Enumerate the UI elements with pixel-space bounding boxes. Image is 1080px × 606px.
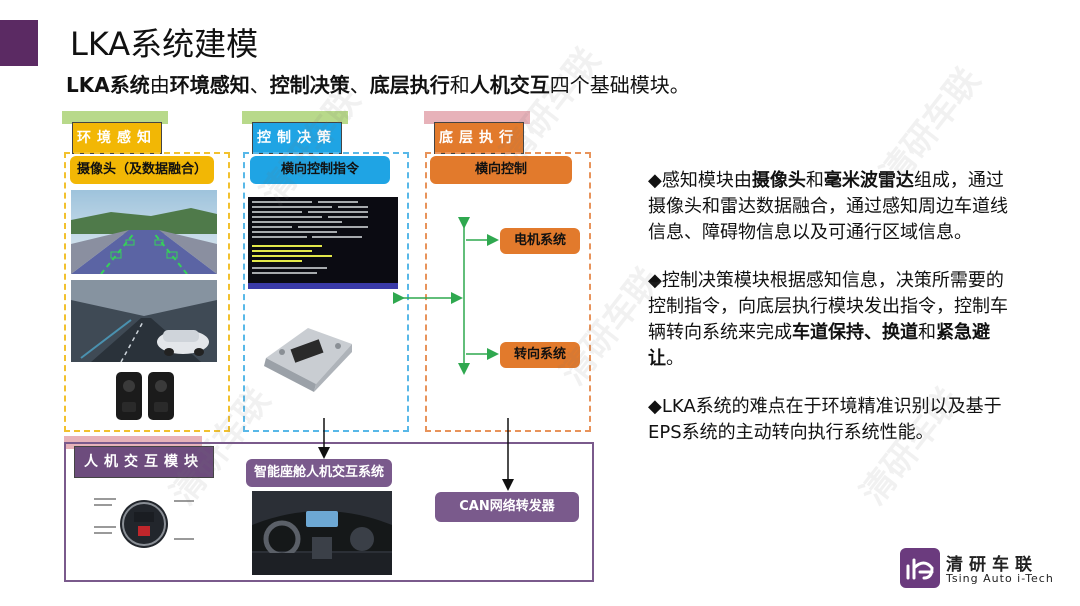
note-decision: ◆控制决策模块根据感知信息，决策所需要的控制指令，向底层执行模块发出指令，控制车… <box>648 270 1008 369</box>
perception-box <box>64 152 230 432</box>
cockpit-image <box>252 491 392 575</box>
perception-tab-strip <box>62 111 168 124</box>
can-gateway-box: CAN网络转发器 <box>435 492 579 522</box>
hmi-tab: 人机交互模块 <box>74 446 214 478</box>
brand-subtitle: Tsing Auto i-Tech <box>946 572 1054 585</box>
execution-tab-strip <box>424 111 530 124</box>
note-perception: ◆感知模块由摄像头和毫米波雷达组成，通过摄像头和雷达数据融合，通过感知周边车道线… <box>648 170 1008 243</box>
page-subtitle: LKA系统由环境感知、控制决策、底层执行和人机交互四个基础模块。 <box>66 73 690 97</box>
lane-detection-image <box>71 190 217 274</box>
perception-header: 摄像头（及数据融合） <box>70 156 214 184</box>
dashboard-gauge-image <box>92 488 198 558</box>
hmi-header: 智能座舱人机交互系统 <box>246 459 392 487</box>
brand-name: 清研车联 <box>946 555 1038 575</box>
execution-header: 横向控制 <box>430 156 572 184</box>
title-accent-bar <box>0 20 38 66</box>
hmi-box <box>64 442 594 582</box>
decision-header: 横向控制指令 <box>250 156 390 184</box>
brand-logo-icon <box>900 548 940 588</box>
camera-hardware-image <box>110 370 182 422</box>
brand-logo <box>900 548 940 588</box>
ecu-hardware-image <box>258 318 356 394</box>
decision-tab-strip <box>242 111 348 124</box>
motor-system-box: 电机系统 <box>500 228 580 254</box>
decision-tab: 控制决策 <box>252 122 342 154</box>
steering-system-box: 转向系统 <box>500 342 580 368</box>
note-difficulty: ◆LKA系统的难点在于环境精准识别以及基于EPS系统的主动转向执行系统性能。 <box>648 396 1002 443</box>
control-terminal-image <box>248 197 398 289</box>
page-title: LKA系统建模 <box>70 25 259 63</box>
car-sensing-image <box>71 280 217 362</box>
execution-tab: 底层执行 <box>434 122 524 154</box>
notes-panel: ◆感知模块由摄像头和毫米波雷达组成，通过摄像头和雷达数据融合，通过感知周边车道线… <box>648 168 1008 468</box>
perception-tab: 环境感知 <box>72 122 162 154</box>
